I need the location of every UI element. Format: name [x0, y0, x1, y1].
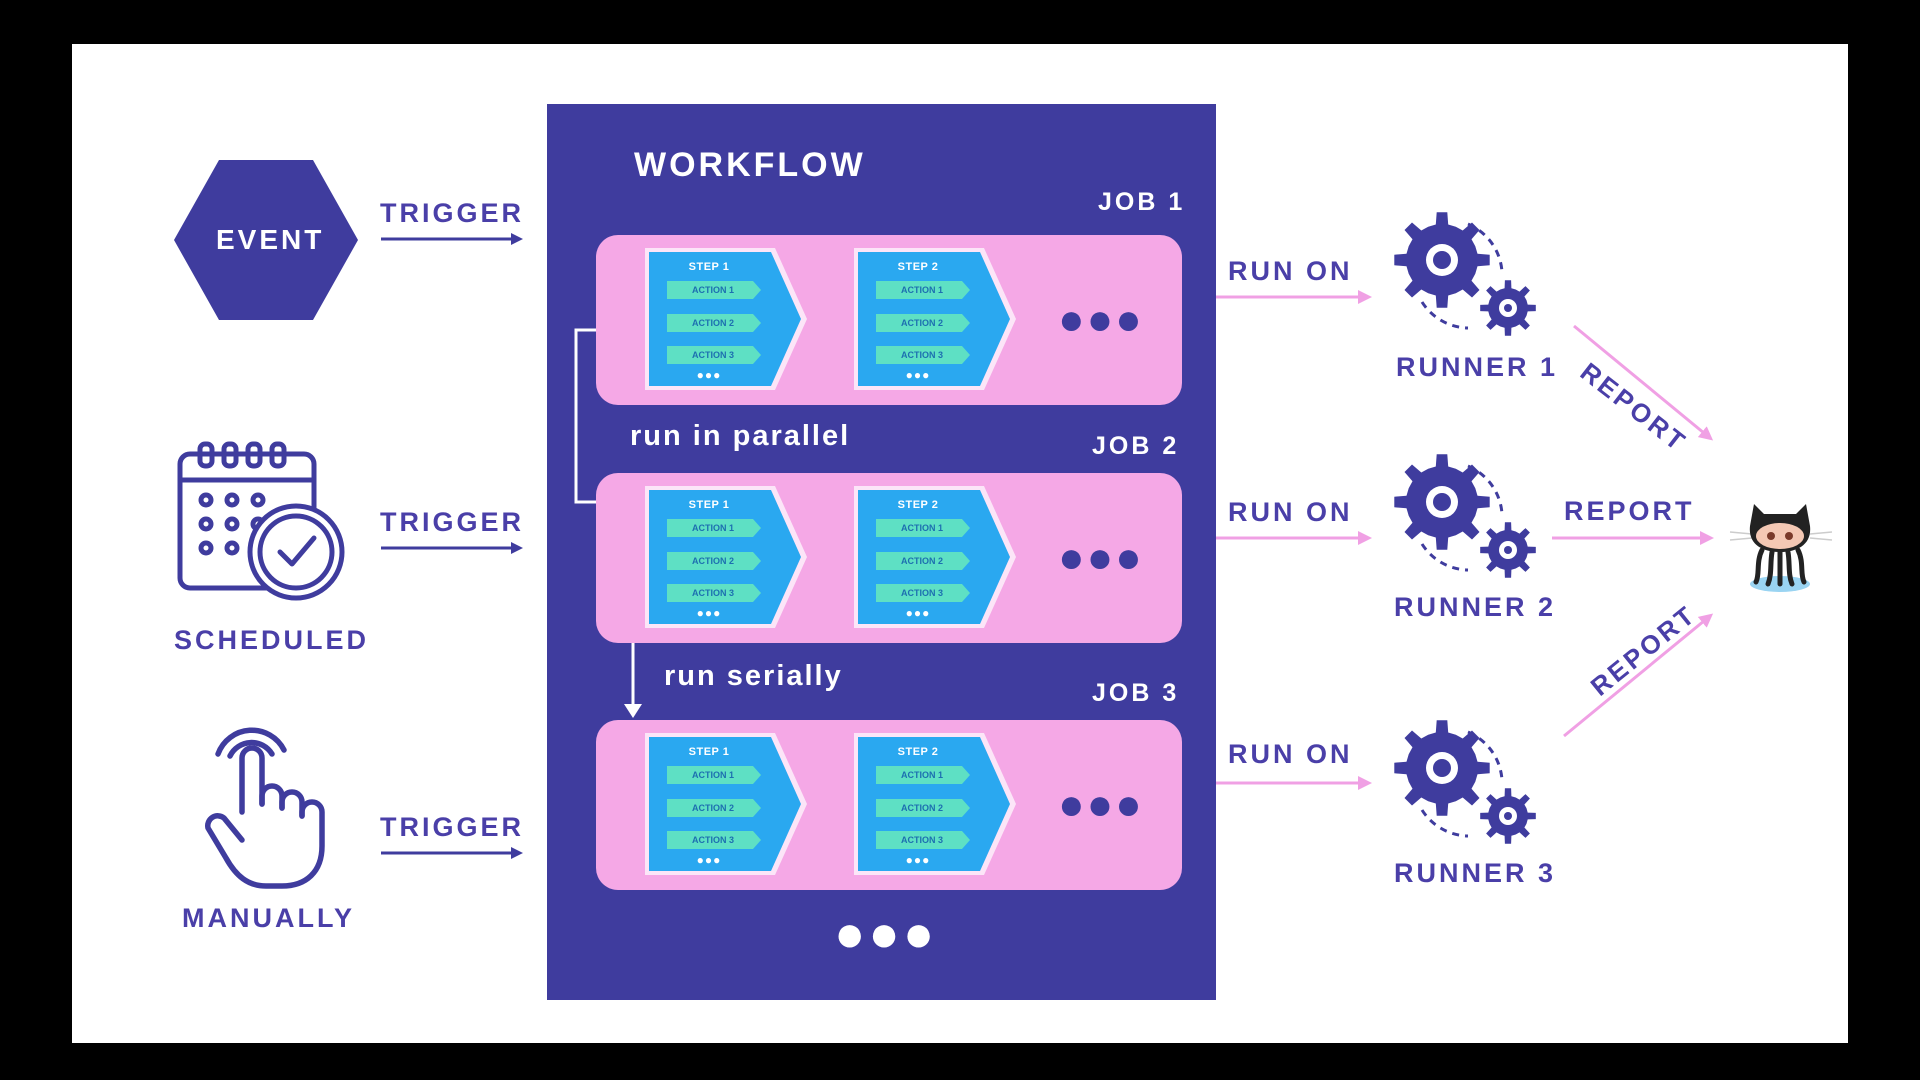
- job-1-step-card-2: STEP 2 ACTION 1 ACTION 2 ACTION 3 ●●●: [850, 244, 1018, 394]
- report-arrow-1: [1573, 324, 1714, 441]
- job-2-step-card-2: STEP 2 ACTION 1 ACTION 2 ACTION 3 ●●●: [850, 482, 1018, 632]
- action-label: ACTION 1: [691, 770, 734, 780]
- step-title: STEP 1: [688, 499, 730, 511]
- job-2-more-dots: ●●●: [1058, 533, 1144, 582]
- runner-gears-icon-1: [1394, 212, 1536, 336]
- job-label-3: JOB 3: [1092, 679, 1180, 707]
- parallel-bracket: [574, 328, 596, 504]
- action-label: ACTION 2: [691, 803, 734, 813]
- hand-tap-icon: [205, 727, 325, 889]
- github-octocat-icon: [1729, 504, 1833, 592]
- report-label-2: REPORT: [1564, 496, 1695, 526]
- calendar-clock-icon: [177, 441, 345, 601]
- event-hexagon: [174, 160, 358, 320]
- runner-gears-icon-3: [1394, 720, 1536, 844]
- action-label: ACTION 3: [900, 835, 943, 845]
- trigger-label-event: TRIGGER: [380, 198, 525, 228]
- step-title: STEP 2: [897, 499, 939, 511]
- step-more-dots: ●●●: [905, 606, 931, 620]
- job-label-1: JOB 1: [1098, 188, 1186, 216]
- runner-label-3: RUNNER 3: [1394, 858, 1557, 888]
- scheduled-label: SCHEDULED: [174, 625, 370, 655]
- action-label: ACTION 3: [691, 588, 734, 598]
- step-title: STEP 1: [688, 261, 730, 273]
- event-label: EVENT: [216, 224, 325, 255]
- action-label: ACTION 1: [691, 523, 734, 533]
- step-title: STEP 1: [688, 746, 730, 758]
- step-more-dots: ●●●: [696, 368, 722, 382]
- job-3-more-dots: ●●●: [1058, 780, 1144, 829]
- action-label: ACTION 2: [900, 318, 943, 328]
- job-1-step-card-1: STEP 1 ACTION 1 ACTION 2 ACTION 3 ●●●: [641, 244, 809, 394]
- job-2-step-card-1: STEP 1 ACTION 1 ACTION 2 ACTION 3 ●●●: [641, 482, 809, 632]
- action-label: ACTION 1: [900, 770, 943, 780]
- job-1-more-dots: ●●●: [1058, 295, 1144, 344]
- job-3-step-card-2: STEP 2 ACTION 1 ACTION 2 ACTION 3 ●●●: [850, 729, 1018, 879]
- trigger-label-scheduled: TRIGGER: [380, 507, 525, 537]
- runner-gears-icon-2: [1394, 454, 1536, 578]
- run-on-label-3: RUN ON: [1228, 739, 1353, 769]
- more-jobs-dots: ●●●: [834, 905, 938, 963]
- serial-note: run serially: [664, 660, 843, 692]
- step-more-dots: ●●●: [905, 853, 931, 867]
- action-label: ACTION 1: [900, 523, 943, 533]
- action-label: ACTION 3: [691, 350, 734, 360]
- step-more-dots: ●●●: [696, 853, 722, 867]
- step-more-dots: ●●●: [905, 368, 931, 382]
- action-label: ACTION 2: [691, 556, 734, 566]
- workflow-title: WORKFLOW: [634, 146, 866, 184]
- action-label: ACTION 2: [691, 318, 734, 328]
- run-on-label-2: RUN ON: [1228, 497, 1353, 527]
- job-label-2: JOB 2: [1092, 432, 1180, 460]
- manually-label: MANUALLY: [182, 903, 356, 933]
- action-label: ACTION 1: [691, 285, 734, 295]
- runner-label-2: RUNNER 2: [1394, 592, 1557, 622]
- step-title: STEP 2: [897, 261, 939, 273]
- action-label: ACTION 3: [691, 835, 734, 845]
- action-label: ACTION 1: [900, 285, 943, 295]
- action-label: ACTION 3: [900, 588, 943, 598]
- report-arrow-3: [1563, 613, 1714, 738]
- action-label: ACTION 2: [900, 556, 943, 566]
- job-3-step-card-1: STEP 1 ACTION 1 ACTION 2 ACTION 3 ●●●: [641, 729, 809, 879]
- trigger-label-manually: TRIGGER: [380, 812, 525, 842]
- step-more-dots: ●●●: [696, 606, 722, 620]
- parallel-note: run in parallel: [630, 420, 851, 452]
- step-title: STEP 2: [897, 746, 939, 758]
- run-on-label-1: RUN ON: [1228, 256, 1353, 286]
- action-label: ACTION 3: [900, 350, 943, 360]
- runner-label-1: RUNNER 1: [1396, 352, 1559, 382]
- serial-arrow-head: [624, 704, 642, 718]
- action-label: ACTION 2: [900, 803, 943, 813]
